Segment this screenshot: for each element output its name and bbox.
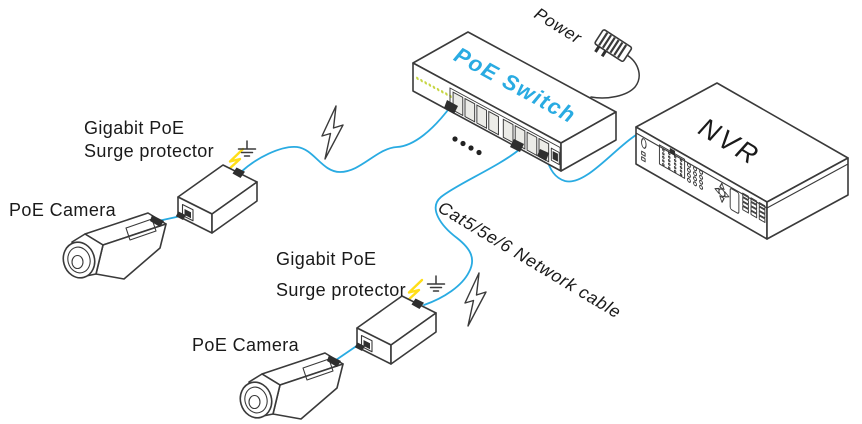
port-ellipsis-dots xyxy=(452,136,482,156)
nvr-display xyxy=(729,188,740,214)
nvr-keypad-buttons xyxy=(662,148,683,177)
power-cord xyxy=(590,54,640,99)
nvr-usb-port xyxy=(641,150,646,157)
power-adapter-illustration xyxy=(594,29,633,63)
switch-plug-3 xyxy=(537,149,549,161)
nvr-arrow-pad xyxy=(714,182,730,203)
surge-protector-1-label-line1: Gigabit PoE xyxy=(84,118,185,138)
nvr-button-grid xyxy=(742,192,766,224)
switch-ports xyxy=(452,91,560,166)
lightning-1-icon xyxy=(321,105,344,160)
camera-1-illustration xyxy=(58,212,167,283)
nvr-front-panel xyxy=(641,138,766,224)
switch-plug-2 xyxy=(510,139,524,152)
lightning-2-icon xyxy=(464,272,487,327)
surge-protector-1-label-line2: Surge protector xyxy=(84,141,215,161)
cable-switch-to-nvr xyxy=(545,134,637,183)
switch-plug-1 xyxy=(444,100,458,114)
ground-1-icon xyxy=(237,140,257,157)
camera-2-illustration xyxy=(235,352,344,423)
ground-wire-1 xyxy=(226,147,245,172)
surge-protector-1-illustration xyxy=(175,164,258,234)
ground-2-icon xyxy=(426,275,446,292)
nvr-ir-sensor xyxy=(669,147,676,156)
poe-camera-1-label: PoE Camera xyxy=(9,200,117,220)
surge-protector-2-illustration xyxy=(353,295,437,365)
plug-prong xyxy=(600,49,607,58)
surge-protector-2-label-line2: Surge protector xyxy=(276,280,407,300)
nvr-power-button xyxy=(641,138,647,149)
poe-camera-2-label: PoE Camera xyxy=(192,335,300,355)
cable-switch-to-surge-protector-2 xyxy=(423,148,521,306)
plug-prong xyxy=(594,45,601,53)
poe-switch-illustration xyxy=(412,31,617,172)
ground-wire-2 xyxy=(405,278,424,303)
cable-switch-to-surge-protector-1 xyxy=(240,105,452,173)
nvr-illustration xyxy=(635,82,849,240)
nvr-round-buttons xyxy=(686,162,704,190)
surge-protector-2-label-line1: Gigabit PoE xyxy=(276,249,377,269)
nvr-usb-port xyxy=(641,156,646,163)
cable-surge-protector-2-to-camera-2 xyxy=(335,344,359,361)
